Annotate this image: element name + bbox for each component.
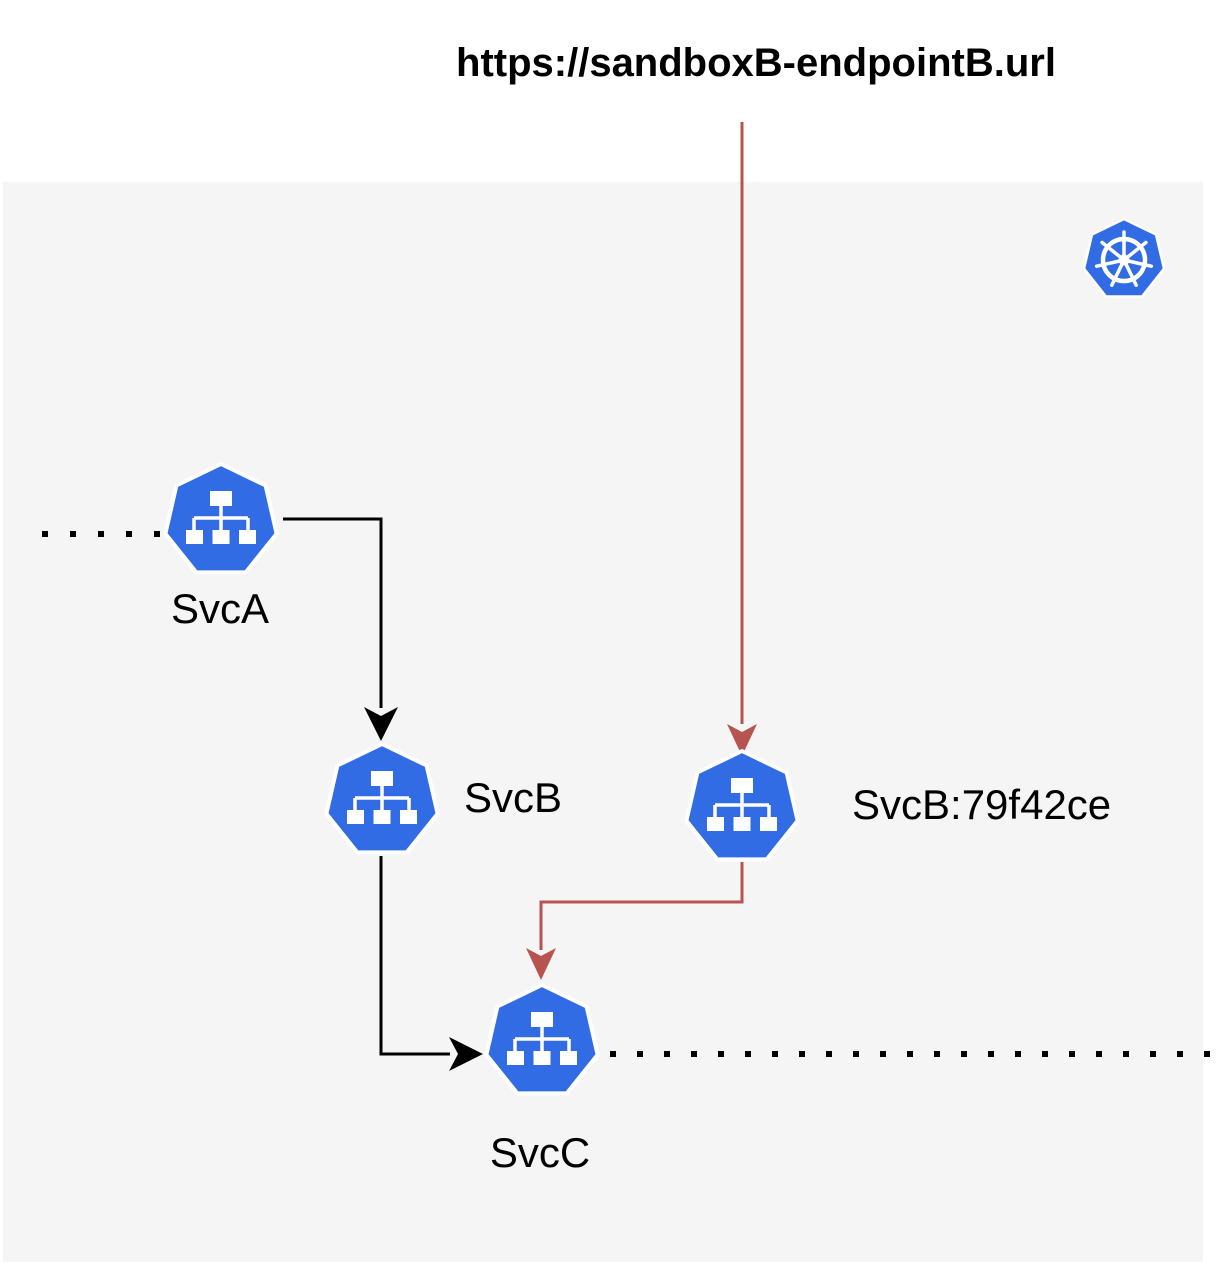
svcb-to-svcc-arrowhead [449,1037,483,1071]
svca-to-svcb-arrowhead [364,707,398,741]
endpoint-arrowhead [727,724,757,756]
svc-c-node[interactable]: SvcC [484,983,600,1176]
svcb-sandbox-to-svcc-arrowhead [526,948,556,980]
cluster-area [3,182,1203,1262]
svc-c-label: SvcC [490,1129,590,1176]
svc-b-sandbox-label: SvcB:79f42ce [852,781,1111,828]
svc-b-node[interactable]: SvcB [324,742,562,855]
svc-a-label: SvcA [171,585,269,632]
svca-to-svcb-edge [283,517,383,708]
svcb-to-svcc-edge [379,856,450,1056]
svc-b-sandbox-node[interactable]: SvcB:79f42ce [684,749,1111,862]
endpoint-url: https://sandboxB-endpointB.url [456,41,1056,85]
svcb-sandbox-to-svcc-edge [539,862,744,950]
svc-b-label: SvcB [464,774,562,821]
svc-a-node[interactable]: SvcA [163,462,279,632]
kubernetes-helm-wheel-icon [1082,217,1166,298]
